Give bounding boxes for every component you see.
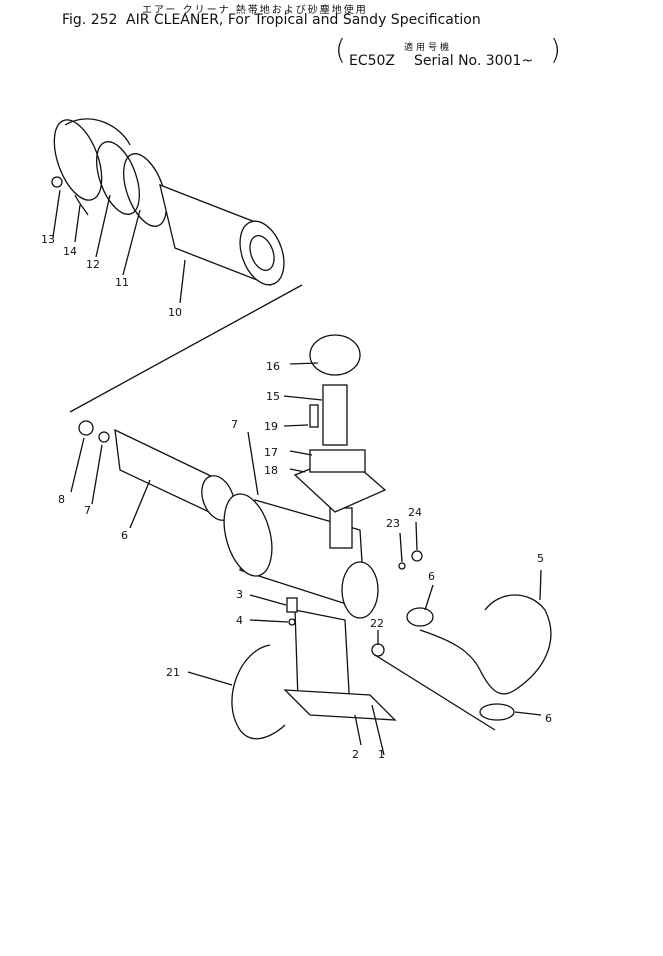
cover-clip (51, 176, 63, 188)
part-label-4: 4 (236, 614, 243, 627)
stand-assembly (231, 597, 397, 740)
outer-element-11 (159, 183, 285, 287)
part-label-8: 6 (121, 529, 128, 542)
part-label-16: 15 (266, 390, 280, 403)
cover-cap (53, 119, 103, 201)
band-22 (231, 644, 286, 740)
intake-pipe-16 (322, 384, 348, 446)
cover-valve (74, 194, 89, 216)
hose-assembly (398, 550, 552, 721)
part-label-21: 22 (370, 617, 384, 630)
part-label-5: 5 (537, 552, 544, 565)
top-assembly (293, 334, 387, 513)
clamp-6-bottom (479, 703, 515, 721)
part-label-9: 7 (84, 504, 91, 517)
inner-element-group (78, 420, 235, 521)
part-label-24: 24 (408, 506, 422, 519)
assembly-reference-line (69, 284, 303, 413)
part-label-6-bottom: 6 (545, 712, 552, 725)
model-code: EC50Z (349, 53, 396, 69)
part-label-7: 7 (231, 418, 238, 431)
washer-9 (98, 431, 110, 443)
clamp-6-top (406, 607, 434, 627)
part-label-22: 21 (166, 666, 180, 679)
precleaner-cap-17 (309, 334, 361, 376)
part-labels: 13 14 12 11 10 8 7 6 7 16 15 19 17 18 3 … (41, 233, 552, 761)
hose-5 (419, 594, 552, 695)
part-label-23: 23 (386, 517, 400, 530)
bolt-3 (286, 597, 298, 613)
cleaner-body-7 (223, 493, 379, 619)
washer-4 (288, 618, 296, 626)
part-label-20: 19 (264, 420, 278, 433)
outer-element-mesh (249, 235, 275, 271)
japanese-title: エアー クリーナ 熱帯地および砂塵地使用 (142, 5, 368, 16)
part-label-17: 16 (266, 360, 280, 373)
leader-lines (52, 189, 542, 756)
part-label-15: 14 (63, 245, 77, 258)
outer-element-end (239, 220, 285, 286)
part-label-3: 3 (236, 588, 243, 601)
part-label-2: 2 (352, 748, 359, 761)
part-label-6-top: 6 (428, 570, 435, 583)
serial-range: Serial No. 3001~ (414, 53, 534, 69)
bolt-20 (309, 404, 319, 428)
flange-18 (309, 449, 366, 473)
part-label-14: 13 (41, 233, 55, 246)
part-label-10: 8 (58, 493, 65, 506)
gasket-ring-13 (96, 141, 140, 215)
part-label-19: 18 (264, 464, 278, 477)
gasket-ring-12 (123, 153, 167, 227)
wing-nut-10 (78, 420, 94, 436)
part-label-18: 17 (264, 446, 278, 459)
part-label-12: 11 (115, 276, 129, 289)
body-outlet (341, 561, 379, 619)
part-label-11: 10 (168, 306, 182, 319)
figure-title: AIR CLEANER, For Tropical and Sandy Spec… (126, 12, 481, 28)
left-paren: ( (335, 33, 346, 66)
right-paren: ) (550, 33, 561, 66)
plug-21 (371, 643, 385, 657)
japanese-serial-label: 適用号機 (404, 43, 453, 53)
body-front-rim (223, 493, 273, 577)
washer-24 (411, 550, 423, 562)
figure-number: Fig. 252 (62, 12, 118, 28)
part-label-13: 12 (86, 258, 100, 271)
cover-rim (64, 118, 131, 146)
outer-cover-group (51, 118, 167, 227)
part-label-1: 1 (378, 748, 385, 761)
nut-23 (398, 562, 406, 570)
body-inlet-tube (329, 507, 353, 549)
base-plate-2 (283, 689, 397, 721)
